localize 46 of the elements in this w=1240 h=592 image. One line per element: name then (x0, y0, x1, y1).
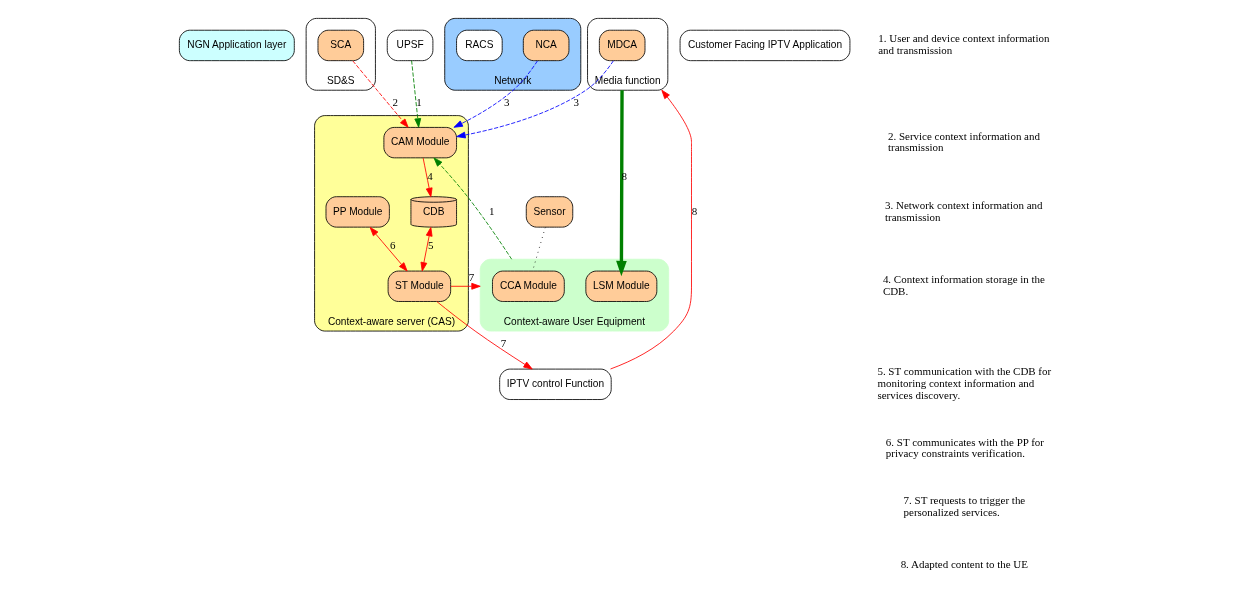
arrow (410, 60, 421, 128)
node-box: PP Module (325, 196, 390, 228)
node-box: Customer Facing IPTV Application (679, 29, 850, 62)
node-box: LSM Module (584, 270, 657, 302)
node-box: UPSF (386, 29, 433, 62)
edge-label: 2 (392, 95, 398, 108)
edge-label: 1 (488, 204, 494, 217)
edge-label: 8 (621, 170, 627, 183)
node-box: CCA Module (491, 270, 565, 302)
node-box: NGN Application layer (178, 29, 295, 62)
arrow (422, 157, 433, 198)
arrow (369, 227, 408, 272)
node-box: MDCA (598, 29, 645, 62)
edge-label: 4 (426, 170, 433, 183)
label: 6. ST communicates with the PP for privacy constraints verification. (885, 435, 1044, 460)
node-box: CAM Module (382, 127, 457, 159)
arrow (453, 60, 538, 128)
arrow (450, 282, 481, 290)
arrow (420, 227, 432, 272)
label: 3. Network context information and transmission (884, 198, 1042, 223)
edge-label: 3 (503, 95, 510, 108)
edge-label: 1 (415, 95, 422, 108)
node-box: IPTV control Function (498, 368, 612, 400)
edge-label: 3 (572, 95, 579, 108)
edge-label: 6 (389, 239, 395, 252)
arrow (609, 89, 692, 370)
node-box: NCA (522, 29, 569, 62)
label: 7. ST requests to trigger the personalized services. (903, 493, 1025, 518)
edge-label: 7 (468, 270, 474, 283)
arrow (433, 157, 512, 260)
label: 2. Service context information and transmission (887, 129, 1040, 154)
node-box: ST Module (387, 270, 451, 302)
arrow (455, 60, 614, 139)
node-box: RACS (455, 29, 503, 62)
label: 1. User and device context information and transmission (877, 32, 1049, 57)
arrow (351, 60, 409, 128)
node-box: Sensor (525, 196, 573, 228)
node-box: SCA (317, 29, 364, 62)
edge-label: 8 (691, 204, 697, 217)
edge-label: 7 (500, 336, 506, 349)
arrow (435, 301, 533, 370)
label: 4. Context information storage in the CDB. (882, 273, 1045, 298)
edge-label: 5 (427, 239, 434, 252)
label: 5. ST communication with the CDB for monitoring context information and services discovery. (876, 365, 1051, 402)
label: 8. Adapted content to the UE (900, 558, 1028, 571)
arrow (615, 90, 627, 277)
